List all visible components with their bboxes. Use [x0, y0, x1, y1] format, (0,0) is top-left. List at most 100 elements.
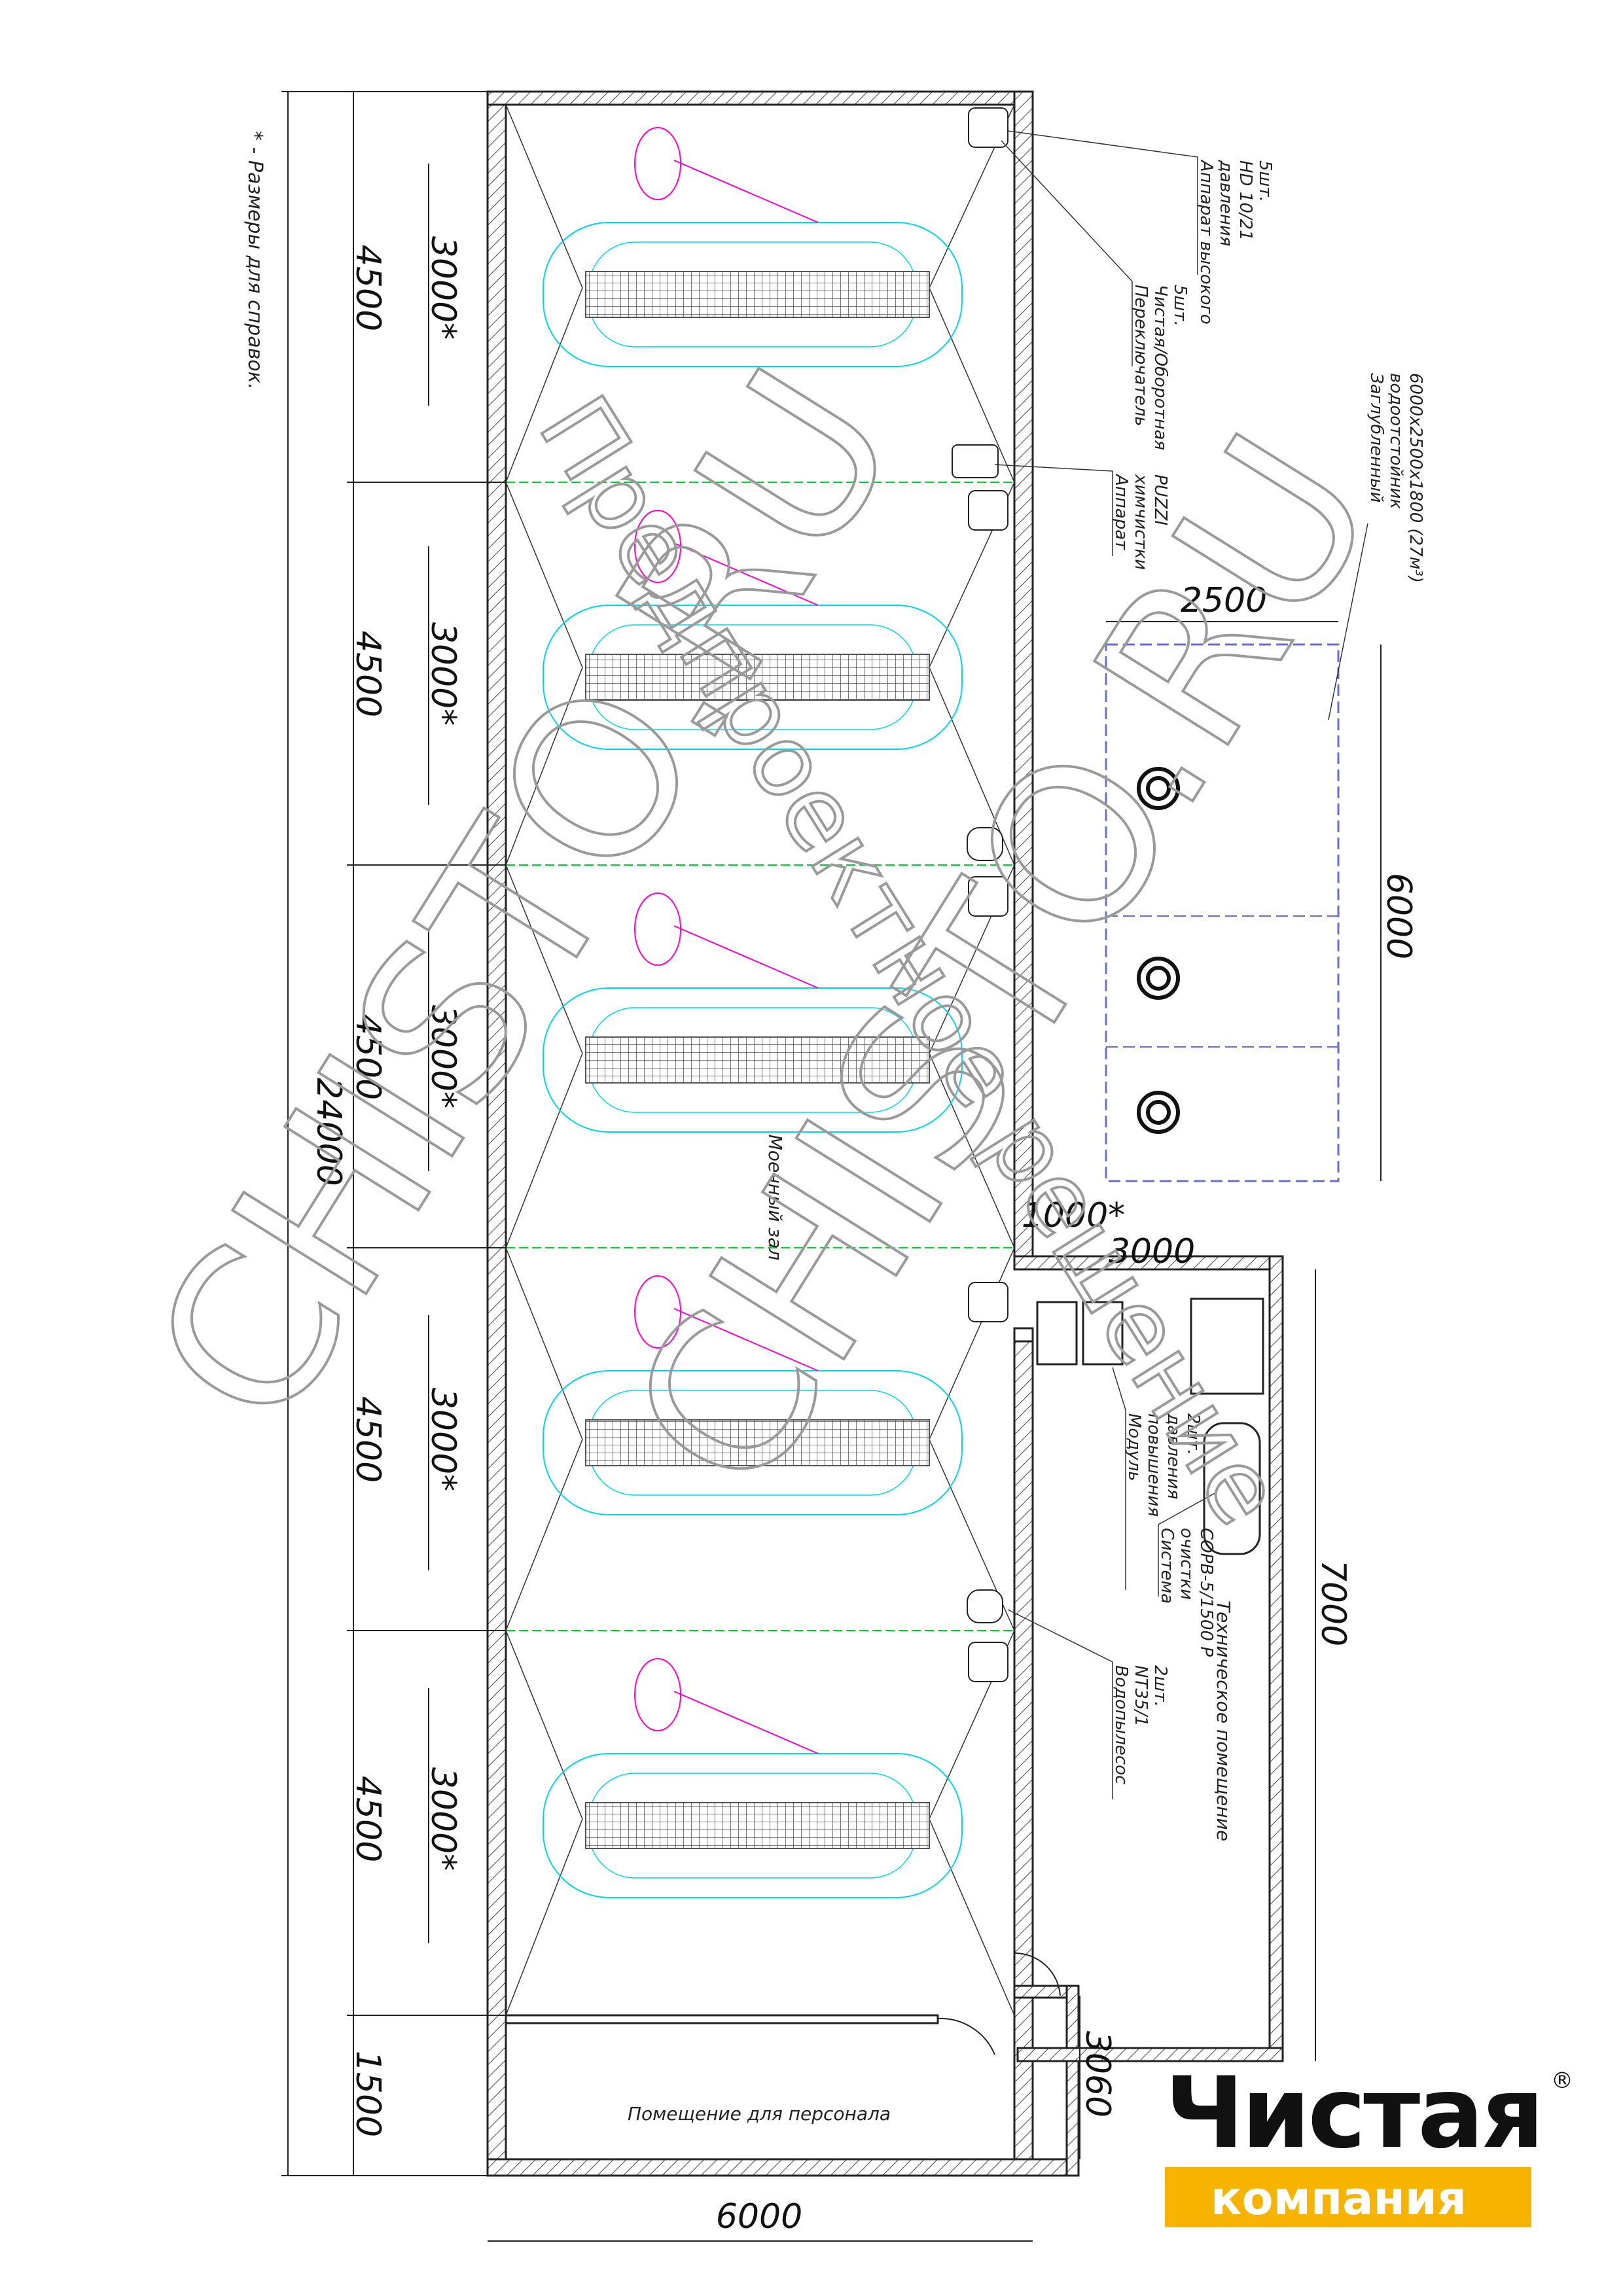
car-outline — [543, 222, 963, 367]
equipment-wall — [952, 107, 1008, 1682]
room-label-tech: Техническое помещение — [1213, 1600, 1234, 1841]
callout-line: 2шт. — [1150, 1665, 1170, 1707]
doors — [937, 1952, 1061, 2055]
callout-line: 5шт. — [1170, 285, 1190, 327]
spray-lance — [673, 925, 819, 989]
callout-line: 5шт. — [1255, 160, 1275, 202]
callout-line: Аппарат высокого — [1196, 159, 1216, 325]
callout-line: 2шт. — [1183, 1413, 1203, 1455]
hp-unit-4 — [968, 1282, 1008, 1322]
callout-line: водоотстойник — [1386, 373, 1406, 509]
car-outline — [543, 987, 963, 1133]
dim-tank-offset: 1000* — [1022, 1196, 1125, 1235]
dim-tech-width: 3000 — [1109, 1232, 1195, 1271]
dim-tank-width: 2500 — [1181, 581, 1267, 620]
drain-grate — [585, 1419, 930, 1466]
dim-building-width: 6000 — [716, 2197, 802, 2236]
callout-line: давления — [1164, 1413, 1183, 1499]
building-walls — [486, 90, 1284, 2177]
spray-lance — [673, 160, 819, 223]
bay-3 — [543, 892, 963, 1133]
dim-step: 3060 — [1078, 2031, 1117, 2117]
callout-line: 6000x2500x1800 (27м³) — [1406, 373, 1425, 583]
booster-module-1 — [1036, 1301, 1078, 1366]
callout-hp-unit: Аппарат высокогодавленияHD 10/215шт. — [1196, 159, 1275, 325]
callout-line: Система — [1157, 1528, 1177, 1604]
callout-line: химчистки — [1131, 474, 1150, 570]
callout-line: давления — [1216, 160, 1236, 246]
operator-icon — [634, 127, 681, 200]
hp-unit-2 — [968, 490, 1008, 531]
operator-icon — [634, 1658, 681, 1731]
dim-bay-5: 4500 — [348, 1776, 387, 1862]
logo-band — [1165, 2167, 1531, 2227]
dimension-lines — [281, 91, 1382, 2242]
callout-line: Модуль — [1124, 1413, 1144, 1481]
dim-post-1: 3000* — [423, 236, 463, 340]
dim-bay-2: 4500 — [348, 631, 387, 717]
hp-unit-3 — [968, 876, 1008, 917]
hp-unit-5 — [968, 1642, 1008, 1682]
callout-line: Переключатель — [1131, 285, 1150, 427]
tank-manhole-icon — [1137, 767, 1180, 1134]
callout-line: NT35/1 — [1131, 1665, 1150, 1727]
callout-tank: Заглубленныйводоотстойник6000x2500x1800 … — [1366, 373, 1425, 583]
spray-lance — [673, 542, 819, 606]
callout-line: PUZZI — [1150, 474, 1170, 525]
room-label-staff: Помещение для персонала — [628, 2103, 891, 2125]
hp-unit-1 — [968, 107, 1008, 148]
callout-line: Чистая/Оборотная — [1150, 285, 1170, 450]
company-logo: Чистая компания ® — [1165, 2061, 1584, 2231]
dim-post-4: 3000* — [423, 1388, 463, 1491]
dim-tank-length: 6000 — [1379, 873, 1418, 959]
dim-total-length: 24000 — [309, 1078, 348, 1186]
bay-4 — [543, 1275, 963, 1515]
drain-grate — [585, 271, 930, 318]
drain-grate — [585, 654, 930, 701]
callout-line: очистки — [1177, 1528, 1196, 1600]
callout-line: СОРВ-5/1500 Р — [1196, 1528, 1216, 1657]
vacuum-2 — [967, 1589, 1003, 1623]
dim-tech-length: 7000 — [1313, 1560, 1353, 1646]
dim-bay-4: 4500 — [348, 1396, 387, 1483]
dim-post-5: 3000* — [423, 1767, 463, 1871]
bay-1 — [543, 127, 963, 367]
callout-line: Аппарат — [1111, 473, 1131, 550]
callout-leaders — [994, 130, 1368, 1799]
dim-post-3: 3000* — [423, 1005, 463, 1108]
car-outline — [543, 605, 963, 750]
drain-grate — [585, 1802, 930, 1849]
bay-dividers — [506, 482, 1014, 1631]
callout-cleaning: СистемаочисткиСОРВ-5/1500 Р — [1157, 1528, 1216, 1657]
dim-bay-1: 4500 — [348, 245, 387, 331]
wash-bays — [543, 127, 963, 1898]
vacuum-1 — [967, 827, 1003, 861]
spray-lance — [673, 1308, 819, 1371]
callout-vacuum: ВодопылесосNT35/12шт. — [1111, 1665, 1170, 1784]
dim-bay-3: 4500 — [348, 1014, 387, 1100]
equipment-callouts: Аппарат высокогодавленияHD 10/215шт.Пере… — [1111, 159, 1425, 1784]
car-outline — [543, 1370, 963, 1515]
puzzi-unit — [952, 444, 999, 478]
room-label-wash-hall: Моечный зал — [764, 1135, 786, 1261]
callout-booster: Модульповышениядавления2шт. — [1124, 1413, 1203, 1517]
tech-equipment — [1036, 1298, 1264, 1555]
callout-puzzi: АппаратхимчисткиPUZZI — [1111, 473, 1170, 570]
bay-5 — [543, 1658, 963, 1898]
logo-registered-mark: ® — [1551, 2068, 1573, 2094]
car-outline — [543, 1753, 963, 1898]
logo-sub: компания — [1211, 2172, 1467, 2225]
drain-grate — [585, 1036, 930, 1084]
bay-2 — [543, 510, 963, 750]
booster-module-2 — [1082, 1301, 1124, 1366]
callout-line: HD 10/21 — [1236, 160, 1255, 241]
callout-line: Заглубленный — [1366, 373, 1386, 503]
callout-switch: ПереключательЧистая/Оборотная5шт. — [1131, 285, 1190, 450]
dim-post-2: 3000* — [423, 622, 463, 726]
callout-line: Водопылесос — [1111, 1665, 1131, 1784]
settling-tank — [1105, 643, 1340, 1182]
spray-lance — [673, 1691, 819, 1754]
logo-word: Чистая — [1165, 2057, 1544, 2170]
cleaning-tank — [1203, 1422, 1261, 1555]
